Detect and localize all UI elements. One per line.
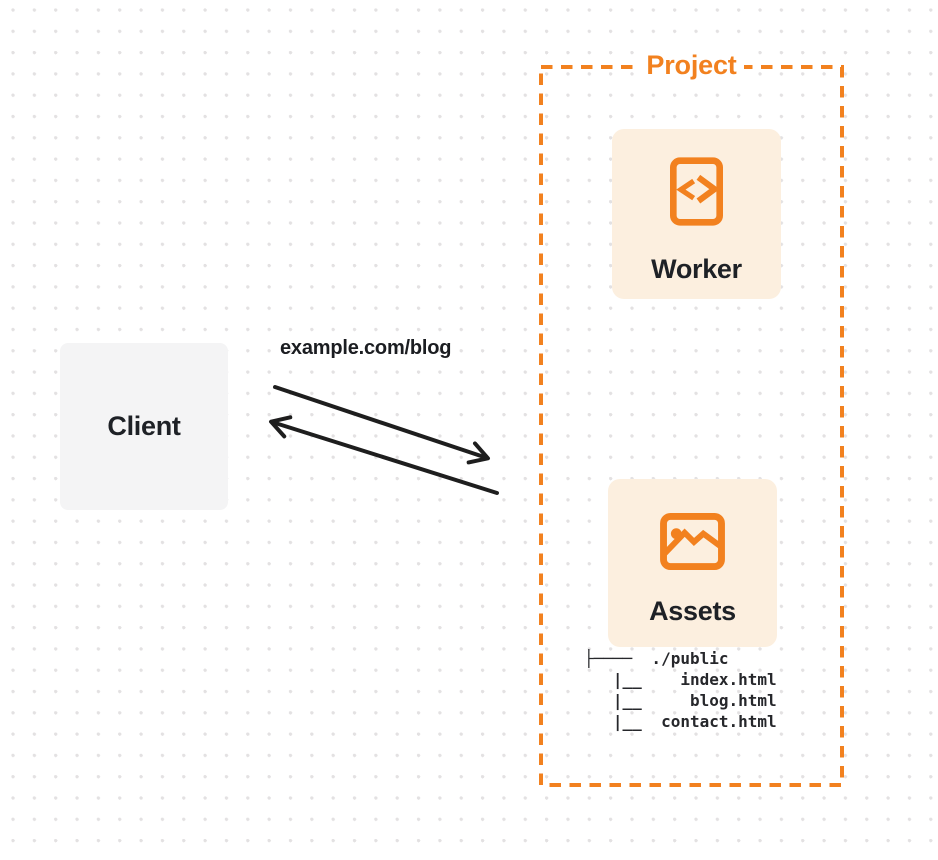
assets-file-tree: ├──── ./public |__ index.html |__ blog.h… [584,649,777,731]
worker-label: Worker [651,254,742,284]
assets-label: Assets [649,596,736,626]
assets-card: Assets [608,479,777,647]
client-label: Client [107,411,181,441]
request-arrow [273,385,490,465]
image-icon [660,513,725,575]
code-file-icon [670,157,723,231]
project-label: Project [639,50,744,80]
response-arrow [269,415,499,495]
worker-card: Worker [612,129,781,299]
client-box: Client [60,343,228,510]
project-boundary-title: Project [541,50,842,85]
request-url-label: example.com/blog [280,337,452,359]
